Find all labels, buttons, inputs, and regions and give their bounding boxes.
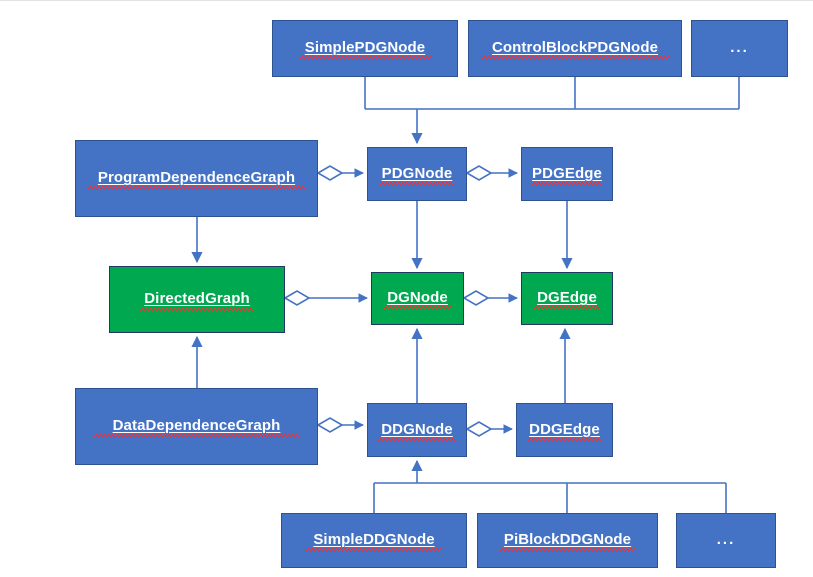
class-box-pi-block-ddg-node[interactable]: PiBlockDDGNode [477, 513, 658, 568]
class-box-ellipsis-top[interactable]: ... [691, 20, 788, 77]
class-box-simple-pdg-node[interactable]: SimplePDGNode [272, 20, 458, 77]
aggregation-ddg-ddgnode [316, 417, 364, 433]
spellcheck-underline [380, 182, 454, 186]
aggregation-pdg-pdgnode [316, 165, 364, 181]
class-box-label: ControlBlockPDGNode [491, 39, 659, 57]
class-box-label: DataDependenceGraph [112, 417, 281, 435]
class-box-dg-node[interactable]: DGNode [371, 272, 464, 325]
class-box-label: PDGNode [381, 164, 453, 182]
class-box-pdg-edge[interactable]: PDGEdge [521, 147, 613, 201]
class-box-label: DDGNode [381, 420, 453, 438]
class-box-label: PDGEdge [532, 164, 602, 182]
class-box-label: ... [730, 39, 749, 57]
class-box-ellipsis-bottom[interactable]: ... [676, 513, 776, 568]
aggregation-ddgnode-ddgedge [465, 421, 513, 437]
aggregation-directedgraph-dgnode [283, 290, 368, 306]
class-box-pdg-node[interactable]: PDGNode [367, 147, 467, 201]
aggregation-dgnode-dgedge [462, 290, 518, 306]
generalization-tree-pdgnode [364, 77, 740, 145]
aggregation-pdgnode-pdgedge [465, 165, 518, 181]
class-box-data-dependence-graph[interactable]: DataDependenceGraph [75, 388, 318, 465]
spellcheck-underline [532, 182, 602, 186]
class-box-label: DGNode [387, 289, 448, 307]
class-box-label: ProgramDependenceGraph [97, 169, 296, 187]
generalization-tree-ddgnode [373, 459, 727, 513]
class-box-label: DGEdge [537, 289, 597, 307]
class-box-label: PiBlockDDGNode [503, 531, 632, 549]
spellcheck-underline [527, 438, 602, 442]
class-box-ddg-node[interactable]: DDGNode [367, 403, 467, 457]
class-box-label: DDGEdge [529, 420, 600, 438]
class-box-ddg-edge[interactable]: DDGEdge [516, 403, 613, 457]
class-box-label: SimplePDGNode [304, 39, 426, 57]
class-box-label: DirectedGraph [144, 290, 250, 308]
class-box-dg-edge[interactable]: DGEdge [521, 272, 613, 325]
class-box-program-dependence-graph[interactable]: ProgramDependenceGraph [75, 140, 318, 217]
class-box-label: SimpleDDGNode [313, 531, 435, 549]
class-box-directed-graph[interactable]: DirectedGraph [109, 266, 285, 333]
class-box-control-block-pdg-node[interactable]: ControlBlockPDGNode [468, 20, 682, 77]
class-box-simple-ddg-node[interactable]: SimpleDDGNode [281, 513, 467, 568]
spellcheck-underline [378, 438, 456, 442]
class-box-label: ... [716, 531, 736, 549]
